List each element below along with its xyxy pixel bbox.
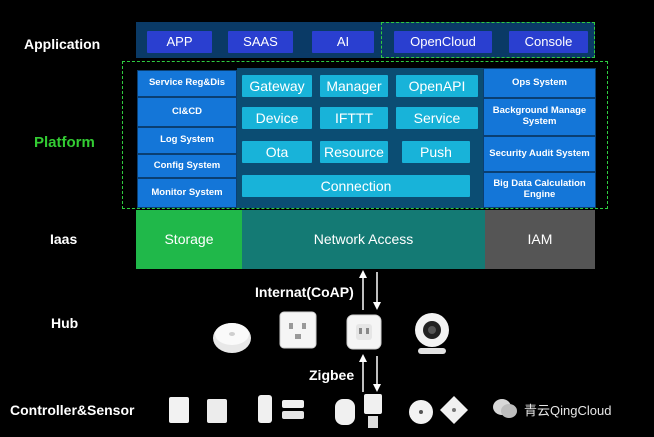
row-label-application: Application: [24, 36, 101, 52]
app-chip-ai: AI: [312, 31, 374, 53]
platform-center-item: IFTTT: [320, 107, 388, 129]
coap-arrows: [359, 270, 381, 310]
platform-left-item: Cl&CD: [137, 97, 237, 127]
app-chip-opencloud: OpenCloud: [394, 31, 492, 53]
row-label-platform: Platform: [34, 134, 95, 151]
switch-icon: [207, 399, 227, 423]
row-label-iaas: Iaas: [50, 231, 78, 247]
door-sensor-icon: [258, 395, 272, 423]
platform-connection: Connection: [242, 175, 470, 197]
platform-left-item: Log System: [137, 127, 237, 154]
cylinder-sensor-icon: [335, 399, 355, 425]
protocol-label-zigbee: Zigbee: [309, 367, 355, 383]
plug-module-icon: [364, 394, 382, 428]
camera-icon: [415, 313, 449, 354]
platform-right-item: Big Data Calculation Engine: [483, 172, 596, 208]
platform-right-item: Security Audit System: [483, 136, 596, 172]
platform-center-item: Resource: [320, 141, 388, 163]
platform-right-item: Background Manage System: [483, 98, 596, 136]
platform-center-item: Gateway: [242, 75, 312, 97]
wechat-logo-icon: [493, 399, 517, 418]
app-chip-saas: SAAS: [228, 31, 293, 53]
motion-sensor-icon: [440, 396, 468, 424]
wall-switch-icon: [279, 311, 317, 349]
platform-center-item: Push: [402, 141, 470, 163]
platform-left-item: Config System: [137, 154, 237, 178]
iaas-storage: Storage: [136, 210, 242, 269]
row-label-hub: Hub: [51, 315, 79, 331]
platform-left-item: Monitor System: [137, 178, 237, 208]
platform-center-item: Ota: [242, 141, 312, 163]
switch-icon: [169, 397, 189, 423]
row-label-controller-sensor: Controller&Sensor: [10, 402, 135, 418]
button-icon: [409, 400, 433, 424]
app-chip-app: APP: [147, 31, 212, 53]
platform-center-item: Device: [242, 107, 312, 129]
zigbee-arrows: [359, 354, 381, 392]
round-hub-icon: [213, 323, 251, 353]
platform-left-item: Service Reg&Dis: [137, 70, 237, 97]
protocol-label-coap: Internat(CoAP): [255, 284, 354, 300]
platform-center-item: Manager: [320, 75, 388, 97]
platform-center-item: OpenAPI: [396, 75, 478, 97]
platform-dashed-group: [122, 61, 608, 209]
iaas-network-access: Network Access: [242, 210, 485, 269]
platform-right-item: Ops System: [483, 68, 596, 98]
platform-center-item: Service: [396, 107, 478, 129]
iaas-iam: IAM: [485, 210, 595, 269]
smart-plug-icon: [346, 314, 382, 350]
application-dashed-group: [381, 22, 595, 58]
app-chip-console: Console: [509, 31, 588, 53]
watermark-text: 青云QingCloud: [524, 403, 612, 418]
door-sensor-icon: [282, 400, 304, 419]
